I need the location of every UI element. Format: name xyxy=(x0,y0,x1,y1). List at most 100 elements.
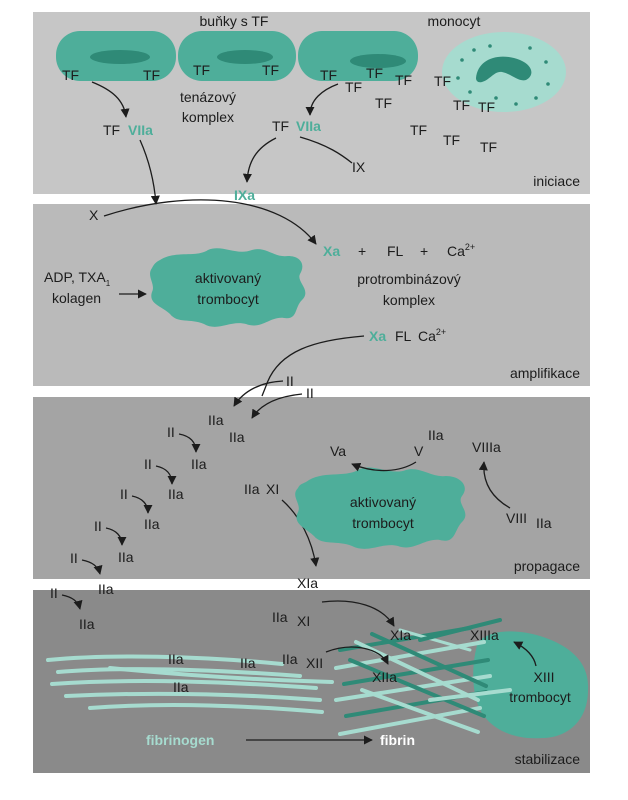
tf-label: TF xyxy=(262,62,279,78)
factor-xiia-label: XIIa xyxy=(372,669,397,685)
tf-label: TF xyxy=(143,67,160,83)
thrombin-iia-label: IIa xyxy=(240,655,256,671)
monocyte-label: monocyt xyxy=(428,13,481,29)
activated-platelet-amplification xyxy=(150,248,306,327)
platelet-label-line1: aktivovaný xyxy=(195,270,261,286)
arrow-ii-to-iia xyxy=(251,393,303,419)
thrombin-iia-label: IIa xyxy=(168,651,184,667)
fibrin-label: fibrin xyxy=(380,732,415,748)
thrombin-iia-label: IIa xyxy=(191,456,207,472)
arrow-x-to-xa xyxy=(103,199,317,245)
prothrombinase-label-line1: protrombinázový xyxy=(357,271,461,287)
complex-xa-label: Xa xyxy=(369,328,386,344)
tf-label: TF xyxy=(478,99,495,115)
tf-label: TF xyxy=(193,62,210,78)
factor-ii-label: II xyxy=(306,385,314,401)
thrombin-iia-label: IIa xyxy=(229,429,245,445)
prothrombinase-label-line2: komplex xyxy=(383,292,435,308)
arrow-ix-to-ixa xyxy=(242,137,277,183)
tf-label: TF xyxy=(62,67,79,83)
tenase-complex-label-line2: komplex xyxy=(182,109,234,125)
tf-cell-2 xyxy=(178,31,296,81)
factor-v-label: V xyxy=(414,443,424,459)
factor-xiii-label: XIII xyxy=(533,669,554,685)
tf-label: TF xyxy=(103,122,120,138)
arrow-prothrombinase-to-thrombin xyxy=(265,335,365,387)
stabilization-label: stabilizace xyxy=(515,751,581,767)
cells-with-tf-label: buňky s TF xyxy=(200,13,269,29)
platelet-label-line2: trombocyt xyxy=(352,515,414,531)
panel-amplification xyxy=(33,204,590,386)
thrombin-iia-label: IIa xyxy=(208,412,224,428)
arrow-thrombin-continuation xyxy=(261,385,267,397)
arrow-ii-to-iia xyxy=(81,559,103,575)
complex-fl-label: FL xyxy=(395,328,412,344)
thrombin-iia-label: IIa xyxy=(428,427,444,443)
thrombin-iia-label: IIa xyxy=(244,481,260,497)
factor-viia-label: VIIa xyxy=(128,122,153,138)
arrow-ii-to-iia xyxy=(61,594,83,610)
thrombin-iia-label: IIa xyxy=(98,581,114,597)
xiii-platelet-label: trombocyt xyxy=(509,689,571,705)
thrombin-iia-label: IIa xyxy=(173,679,189,695)
thrombin-iia-label: IIa xyxy=(118,549,134,565)
tf-label: TF xyxy=(272,118,289,134)
tf-cell-1 xyxy=(56,31,176,81)
arrow-ii-to-iia xyxy=(178,433,201,453)
factor-ii-label: II xyxy=(120,486,128,502)
thrombin-iia-label: IIa xyxy=(536,515,552,531)
tf-cell-3 xyxy=(298,31,418,81)
factor-va-label: Va xyxy=(330,443,346,459)
factor-viiia-label: VIIIa xyxy=(472,439,501,455)
arrow-ii-to-iia xyxy=(105,527,127,546)
factor-xia-label: XIa xyxy=(390,627,411,643)
factor-x-label: X xyxy=(89,207,99,223)
tf-label: TF xyxy=(375,95,392,111)
tf-label: TF xyxy=(480,139,497,155)
tf-label: TF xyxy=(320,67,337,83)
factor-viia-label: VIIa xyxy=(296,118,321,134)
factor-xiiia-label: XIIIa xyxy=(470,627,499,643)
arrow-ii-to-iia xyxy=(155,465,177,485)
platelet-label-line2: trombocyt xyxy=(197,291,259,307)
propagation-label: propagace xyxy=(514,558,580,574)
thrombin-iia-label: IIa xyxy=(168,486,184,502)
phospholipid-label: FL xyxy=(387,243,404,259)
amplification-label: amplifikace xyxy=(510,365,580,381)
factor-ii-label: II xyxy=(286,373,294,389)
agonists-label-line2: kolagen xyxy=(52,290,101,306)
tf-label: TF xyxy=(345,79,362,95)
tenase-complex-label-line1: tenázový xyxy=(180,89,236,105)
arrow-viia-to-x-activation xyxy=(139,139,160,205)
factor-ix-label: IX xyxy=(352,159,366,175)
arrow-ii-to-iia xyxy=(233,380,284,407)
arrow-xiii-to-xiiia xyxy=(513,641,537,667)
factor-xi-label: XI xyxy=(266,481,279,497)
arrow-v-to-va xyxy=(351,461,417,472)
factor-ii-label: II xyxy=(167,424,175,440)
monocyte-cell xyxy=(442,32,566,112)
factor-xi-label: XI xyxy=(297,613,310,629)
platelet-label-line1: aktivovaný xyxy=(350,494,416,510)
factor-xii-label: XII xyxy=(306,655,323,671)
arrow-viii-to-viiia xyxy=(478,461,511,509)
factor-ii-label: II xyxy=(94,518,102,534)
tf-label: TF xyxy=(443,132,460,148)
factor-ixa-label: IXa xyxy=(234,187,255,203)
thrombin-iia-label: IIa xyxy=(272,609,288,625)
fibrin-mesh xyxy=(334,618,512,736)
plus-sign: + xyxy=(358,243,366,259)
factor-xa-label: Xa xyxy=(323,243,340,259)
factor-ii-label: II xyxy=(144,456,152,472)
complex-calcium-label: Ca2+ xyxy=(418,327,446,344)
factor-ii-label: II xyxy=(70,550,78,566)
factor-ii-label: II xyxy=(50,585,58,601)
initiation-label: iniciace xyxy=(533,173,580,189)
calcium-label: Ca2+ xyxy=(447,242,475,259)
tf-label: TF xyxy=(366,65,383,81)
thrombin-iia-label: IIa xyxy=(79,616,95,632)
agonists-label-line1: ADP, TXA1 xyxy=(44,269,111,288)
fibrinogen-label: fibrinogen xyxy=(146,732,214,748)
factor-viii-label: VIII xyxy=(506,510,527,526)
